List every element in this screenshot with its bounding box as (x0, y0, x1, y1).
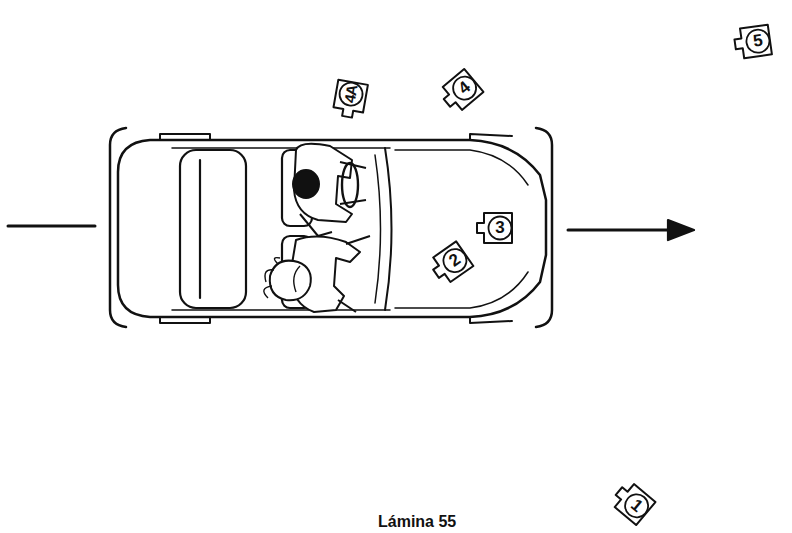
arrow-head (668, 220, 694, 240)
wheel-hint (160, 134, 512, 323)
target-marker: 5 (730, 22, 774, 61)
driver-figure (293, 144, 366, 236)
passenger-figure (264, 236, 370, 312)
target-marker: 1 (606, 476, 658, 528)
plate-caption: Lámina 55 (378, 513, 456, 531)
direction-line (568, 229, 672, 232)
callout-number: 4A (336, 79, 366, 109)
cabin-line (172, 148, 390, 310)
callout-number: 5 (743, 26, 772, 55)
rear-seat-line (199, 160, 201, 298)
windshield (385, 148, 392, 310)
marker-outline (474, 211, 514, 245)
target-marker: 3 (474, 211, 514, 245)
target-marker: 4A (330, 77, 370, 122)
callout-number: 3 (487, 215, 513, 241)
rear-seat (180, 150, 246, 308)
direction-line (8, 225, 95, 228)
hood-line (395, 150, 528, 185)
target-marker: 4 (434, 66, 486, 118)
dashboard (375, 155, 381, 303)
steering-wheel (342, 163, 358, 207)
car-body (118, 140, 546, 317)
hood-line (395, 272, 528, 308)
